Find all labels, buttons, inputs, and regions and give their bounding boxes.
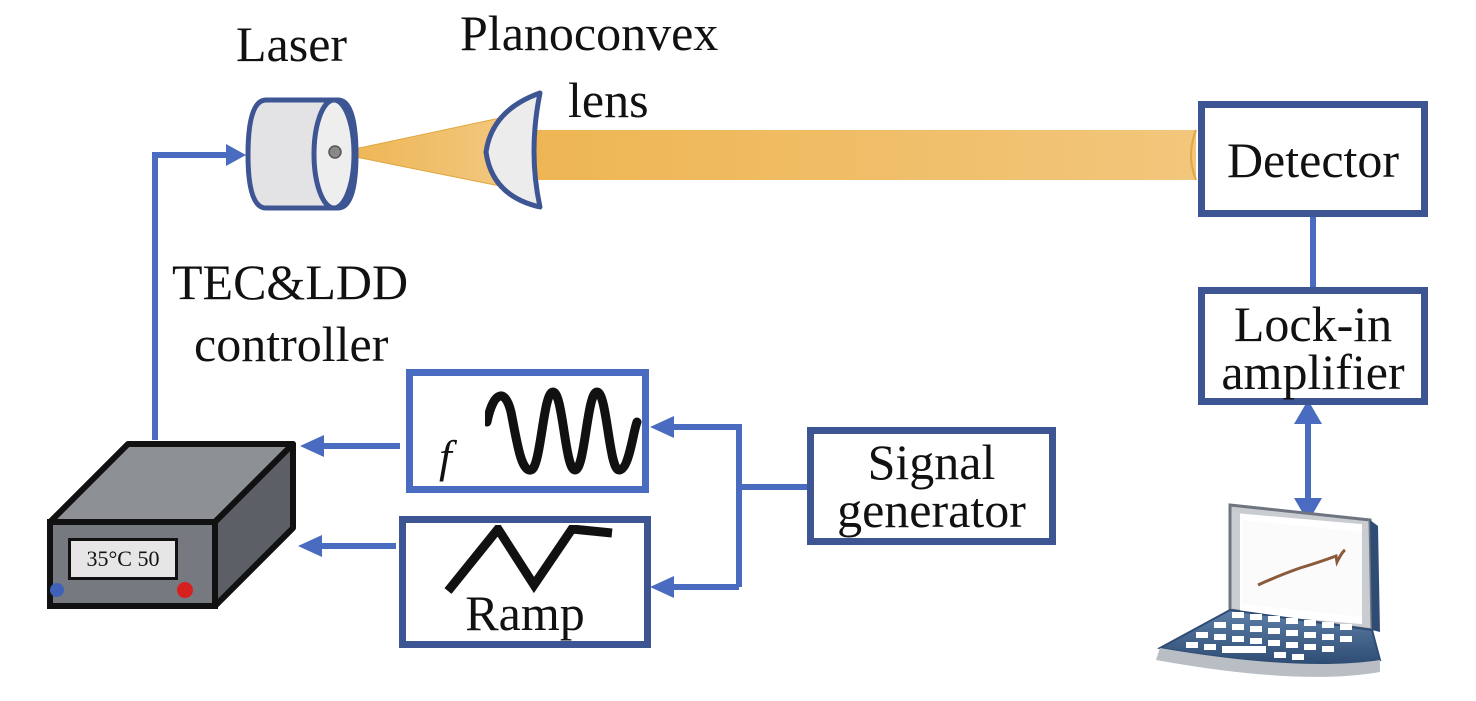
lockin-laptop-bidirectional-connector [1294,400,1322,522]
detector-label: Detector [1226,132,1400,188]
lens-label-line1: Planoconvex [460,5,719,61]
siggen-to-modules-connector [650,416,810,598]
signal-generator-box: Signal generator [807,427,1056,545]
beam-icon [335,117,1197,187]
sine-to-controller-connector [300,435,400,457]
ramp-to-controller-connector [298,535,396,557]
lens-label-line2: lens [568,72,649,128]
lens-icon [483,90,543,210]
laptop-icon [1156,503,1382,677]
lockin-label-line1: Lock-in [1233,296,1393,352]
detector-box: Detector [1198,101,1428,217]
sine-wave-icon [485,387,642,475]
controller-display: 35°C 50 mA [68,538,178,580]
controller-label-line2: controller [194,316,389,372]
controller-label-line1: TEC&LDD [172,254,409,310]
laser-label: Laser [236,16,348,72]
ramp-box: Ramp [399,516,651,648]
controller-to-laser-connector [152,144,246,440]
siggen-label-line1: Signal [867,434,996,490]
triangle-wave-icon [444,525,613,594]
frequency-symbol: f [439,431,452,482]
lockin-amplifier-box: Lock-in amplifier [1198,287,1428,405]
laser-icon [245,97,359,211]
siggen-label-line2: generator [837,482,1026,538]
lockin-label-line2: amplifier [1221,344,1405,400]
controller-device-icon [47,441,296,609]
ramp-label: Ramp [465,585,585,641]
sine-modulation-box: f [406,369,649,493]
